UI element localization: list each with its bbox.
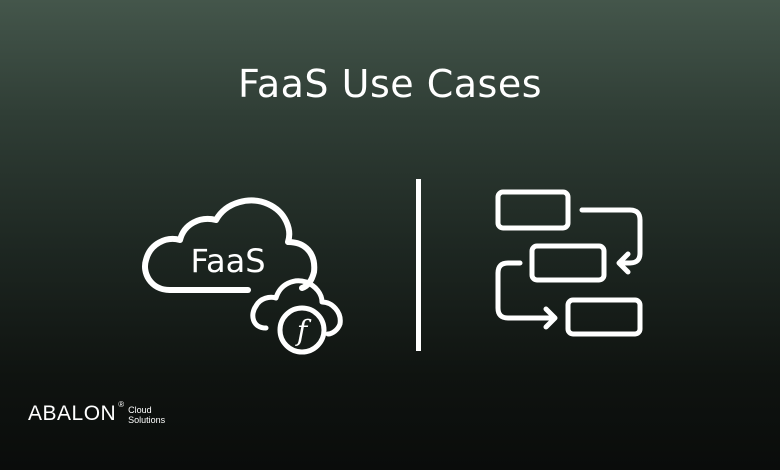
logo-brand: ABALON bbox=[28, 402, 117, 425]
logo-line2: Solutions bbox=[128, 415, 166, 425]
workflow-diagram-icon bbox=[480, 180, 660, 355]
logo-registered-mark: ® bbox=[118, 400, 125, 409]
abalon-logo: ABALON ® Cloud Solutions bbox=[28, 400, 165, 426]
logo-line1: Cloud bbox=[128, 405, 152, 415]
divider bbox=[416, 179, 421, 351]
faas-cloud-icon: FaaS f bbox=[130, 180, 370, 365]
faas-label: FaaS bbox=[191, 242, 266, 280]
page-title: FaaS Use Cases bbox=[237, 62, 542, 106]
logo-subtitle: Cloud Solutions bbox=[128, 405, 165, 425]
